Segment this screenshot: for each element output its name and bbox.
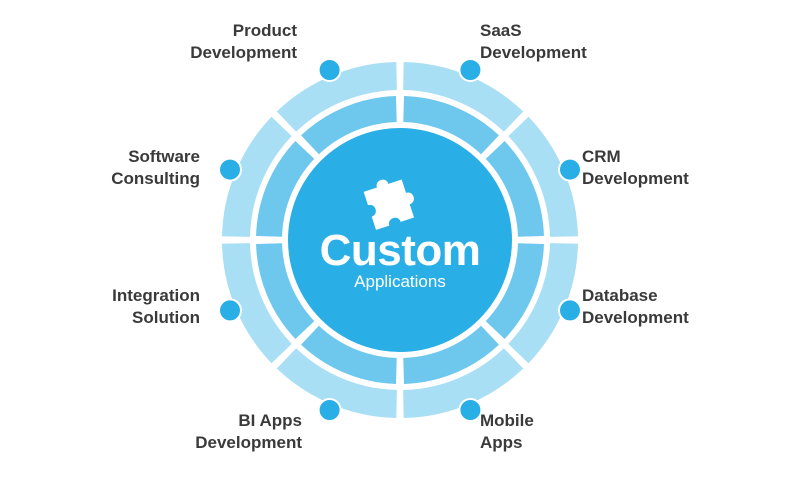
label-line: Development	[480, 43, 587, 62]
inner-ring	[256, 96, 544, 384]
label-line: Development	[582, 169, 689, 188]
outer-ring-segment	[403, 348, 524, 418]
connector-dot	[557, 157, 582, 182]
label-line: Product	[232, 21, 297, 40]
outer-ring-segment	[508, 243, 578, 364]
label-line: SaaS	[480, 21, 522, 40]
inner-ring-segment	[256, 243, 315, 339]
label-line: Development	[582, 308, 689, 327]
connector-dot	[218, 298, 243, 323]
label-integration-solution: Integration Solution	[112, 285, 200, 329]
label-software-consulting: Software Consulting	[111, 146, 200, 190]
label-line: BI Apps	[238, 411, 302, 430]
label-product-development: Product Development	[190, 20, 297, 64]
label-line: Solution	[132, 308, 200, 327]
outer-ring-segment	[222, 243, 292, 364]
label-saas-development: SaaS Development	[480, 20, 587, 64]
outer-ring-segment	[276, 348, 397, 418]
center-title: Custom Applications	[300, 228, 500, 292]
connector-dot	[218, 157, 243, 182]
inner-ring-segment	[485, 243, 544, 339]
connector-dot	[317, 397, 342, 422]
label-line: Mobile	[480, 411, 534, 430]
label-crm-development: CRM Development	[582, 146, 689, 190]
label-line: Software	[128, 147, 200, 166]
label-database-development: Database Development	[582, 285, 689, 329]
outer-ring-segment	[276, 62, 397, 132]
outer-ring	[222, 62, 578, 418]
label-line: Development	[195, 433, 302, 452]
connector-dot	[557, 298, 582, 323]
puzzle-piece-icon	[363, 179, 415, 230]
connector-dot	[458, 58, 483, 83]
label-line: Apps	[480, 433, 523, 452]
outer-ring-segment	[403, 62, 524, 132]
label-mobile-apps: Mobile Apps	[480, 410, 534, 454]
connector-dot	[458, 397, 483, 422]
center-circle	[288, 128, 512, 352]
outer-ring-segment	[508, 116, 578, 237]
label-line: CRM	[582, 147, 621, 166]
label-bi-apps-development: BI Apps Development	[195, 410, 302, 454]
center-title-main: Custom	[319, 226, 481, 275]
inner-ring-segment	[403, 325, 499, 384]
label-line: Development	[190, 43, 297, 62]
connector-dot	[317, 58, 342, 83]
inner-ring-segment	[301, 325, 397, 384]
inner-ring-segment	[301, 96, 397, 155]
connector-dots	[218, 58, 582, 422]
label-line: Database	[582, 286, 658, 305]
outer-ring-segment	[222, 116, 292, 237]
inner-ring-segment	[485, 141, 544, 237]
label-line: Consulting	[111, 169, 200, 188]
inner-ring-segment	[403, 96, 499, 155]
center-title-sub: Applications	[354, 272, 446, 291]
label-line: Integration	[112, 286, 200, 305]
inner-ring-segment	[256, 141, 315, 237]
